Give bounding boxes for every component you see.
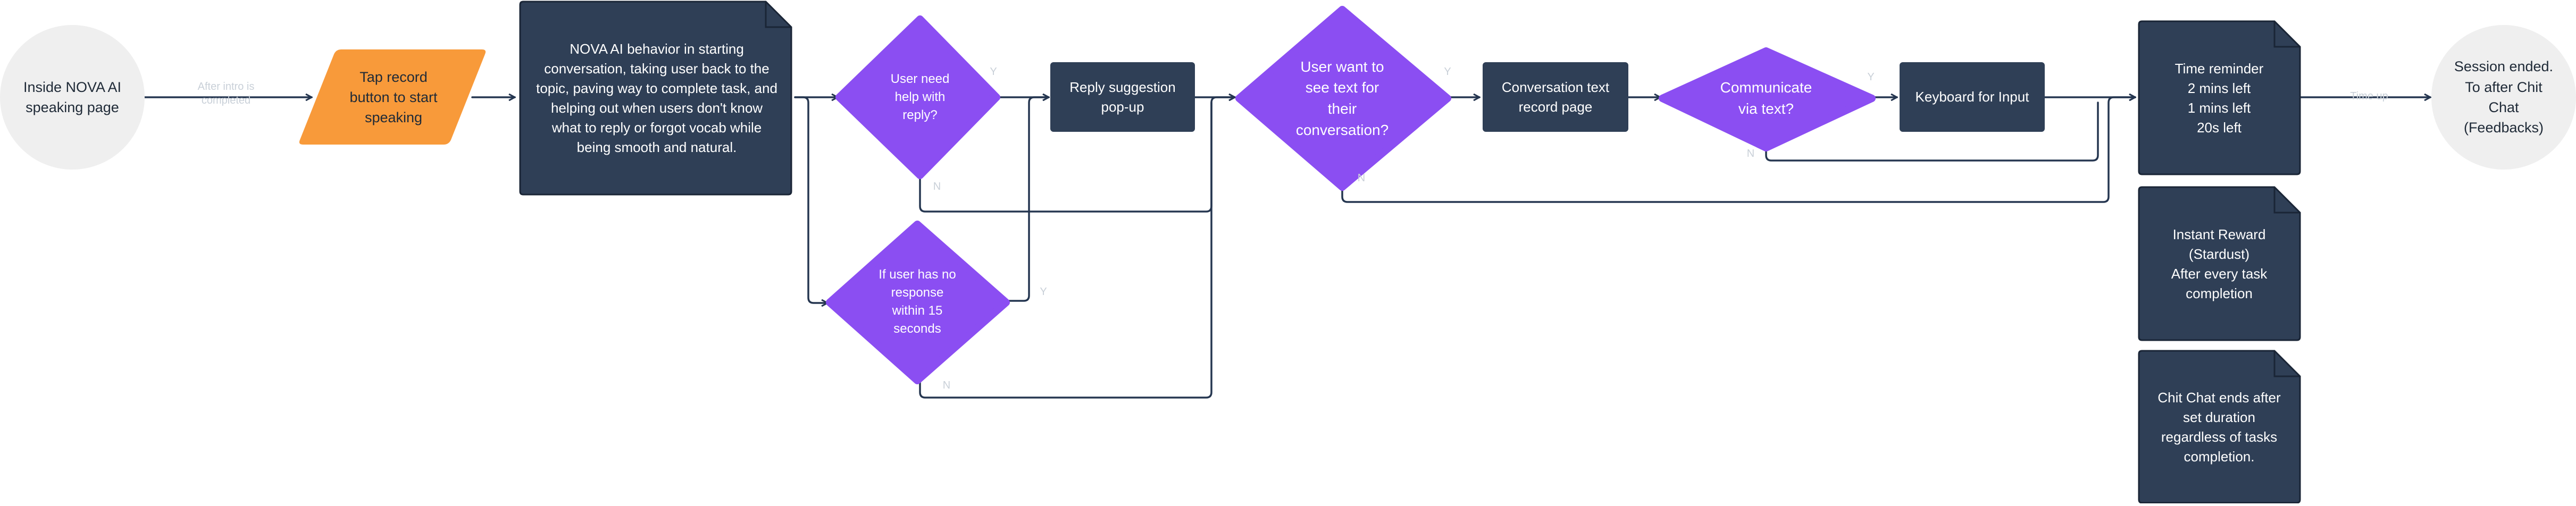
chit-chat-ends-shape — [2138, 350, 2301, 504]
no-response-label: If user has no response within 15 second… — [879, 267, 956, 336]
end-terminal — [2431, 25, 2576, 170]
edge-label-communicate-no: N — [1746, 148, 1755, 159]
edge-label-after-intro: After intro is completed — [197, 81, 255, 106]
reply-suggestion-label: Reply suggestion pop-up — [1069, 79, 1176, 115]
instant-reward-fold — [2273, 187, 2300, 214]
edge-behavior-to-no-response — [794, 96, 827, 303]
chit-chat-ends-fold — [2273, 351, 2300, 377]
reply-suggestion-shape — [1050, 62, 1195, 132]
end-label: Session ended. To after Chit Chat (Feedb… — [2454, 58, 2554, 136]
edge-no-response-no — [919, 102, 1212, 399]
edge-need-help-no — [919, 97, 1235, 213]
see-text-label: User want to see text for their conversa… — [1295, 58, 1389, 138]
start-terminal — [0, 25, 145, 170]
edge-see-text-no — [1341, 97, 2135, 203]
see-text-diamond — [1235, 6, 1451, 191]
instant-reward-label: Instant Reward (Stardust) After every ta… — [2171, 226, 2268, 301]
edge-label-need-help-yes: Y — [990, 66, 997, 78]
edge-label-communicate-yes: Y — [1867, 71, 1875, 83]
edge-label-time-up: Time up — [2350, 90, 2388, 102]
instant-reward-shape — [2138, 186, 2301, 341]
keyboard-shape — [1900, 62, 2045, 132]
communicate-text-label: Communicate via text? — [1720, 79, 1812, 117]
edge-label-see-text-yes: Y — [1444, 66, 1451, 78]
edge-communicate-no — [1765, 102, 2099, 162]
conv-text-page-label: Conversation text record page — [1501, 79, 1610, 115]
edge-no-response-yes — [1005, 97, 1049, 302]
need-help-diamond — [835, 15, 1000, 179]
no-response-diamond — [826, 221, 1010, 384]
tap-record-shape — [299, 49, 486, 145]
edge-label-no-response-yes: Y — [1040, 286, 1047, 298]
time-reminder-shape — [2138, 20, 2301, 175]
communicate-diamond — [1659, 47, 1876, 151]
time-reminder-fold — [2273, 21, 2300, 48]
edge-label-no-response-no: N — [942, 380, 951, 391]
nova-behavior-label: NOVA AI behavior in starting conversatio… — [536, 41, 777, 155]
nova-behavior-shape — [519, 1, 792, 196]
chit-chat-ends-label: Chit Chat ends after set duration regard… — [2157, 390, 2281, 465]
need-help-label: User need help with reply? — [890, 71, 950, 123]
start-label: Inside NOVA AI speaking page — [23, 79, 122, 115]
edge-label-need-help-no: N — [933, 181, 941, 192]
time-reminder-label: Time reminder 2 mins left 1 mins left 20… — [2174, 61, 2264, 136]
nova-behavior-fold — [765, 2, 791, 28]
edge-label-see-text-no: N — [1357, 172, 1366, 184]
keyboard-label: Keyboard for Input — [1915, 89, 2029, 105]
tap-record-label: Tap record button to start speaking — [349, 69, 438, 126]
conv-text-page-shape — [1483, 62, 1628, 132]
